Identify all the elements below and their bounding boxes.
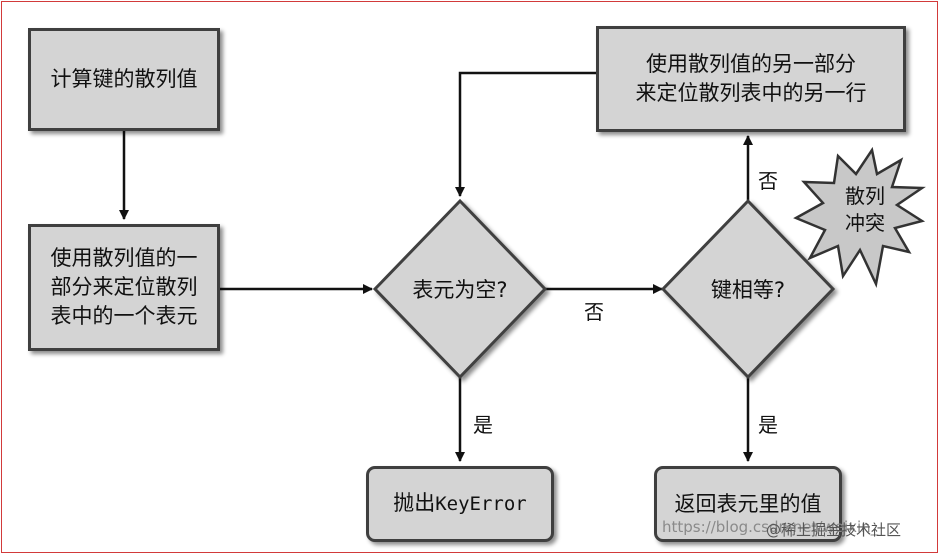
- locate-cell-line-3: 表中的一个表元: [50, 304, 198, 328]
- raise-prefix: 抛出: [393, 491, 436, 515]
- relocate-line-2: 来定位散列表中的另一行: [635, 81, 867, 105]
- collision-line-2: 冲突: [845, 211, 885, 235]
- relocate-box: 使用散列值的另一部分 来定位散列表中的另一行: [596, 26, 906, 132]
- raise-keyerror-box: 抛出KeyError: [366, 466, 554, 542]
- edge-label-no-equal: 否: [758, 169, 778, 193]
- diamond-is-empty: [372, 198, 548, 380]
- relocate-line-1: 使用散列值的另一部分: [646, 52, 856, 76]
- collision-label: 散列 冲突: [839, 183, 891, 237]
- keys-equal-label: 键相等?: [710, 278, 786, 302]
- compute-hash-box: 计算键的散列值: [28, 28, 220, 131]
- keyerror-code: KeyError: [435, 493, 527, 515]
- arrow-relocate-to-empty: [455, 71, 596, 197]
- return-value-box: 返回表元里的值: [654, 466, 842, 542]
- collision-burst: [793, 146, 926, 289]
- diamond-keys-equal: [660, 198, 836, 380]
- collision-line-1: 散列: [845, 184, 885, 208]
- watermark-brand: @稀土掘金技术社区: [766, 521, 902, 539]
- edge-label-yes-equal: 是: [758, 413, 778, 437]
- raise-keyerror-label: 抛出KeyError: [393, 489, 527, 519]
- return-value-label: 返回表元里的值: [674, 491, 822, 516]
- locate-cell-line-2: 部分来定位散列: [50, 275, 198, 299]
- edge-label-no-empty: 否: [584, 300, 604, 324]
- locate-cell-text: 使用散列值的一 部分来定位散列 表中的一个表元: [51, 244, 198, 331]
- locate-cell-box: 使用散列值的一 部分来定位散列 表中的一个表元: [28, 224, 220, 351]
- watermark-url: https://blog.csdn.net/weixin_: [662, 518, 879, 536]
- is-empty-label: 表元为空?: [412, 278, 508, 302]
- compute-hash-label: 计算键的散列值: [50, 67, 198, 91]
- relocate-text: 使用散列值的另一部分 来定位散列表中的另一行: [636, 50, 867, 108]
- edge-label-yes-empty: 是: [473, 413, 493, 437]
- locate-cell-line-1: 使用散列值的一: [50, 246, 198, 270]
